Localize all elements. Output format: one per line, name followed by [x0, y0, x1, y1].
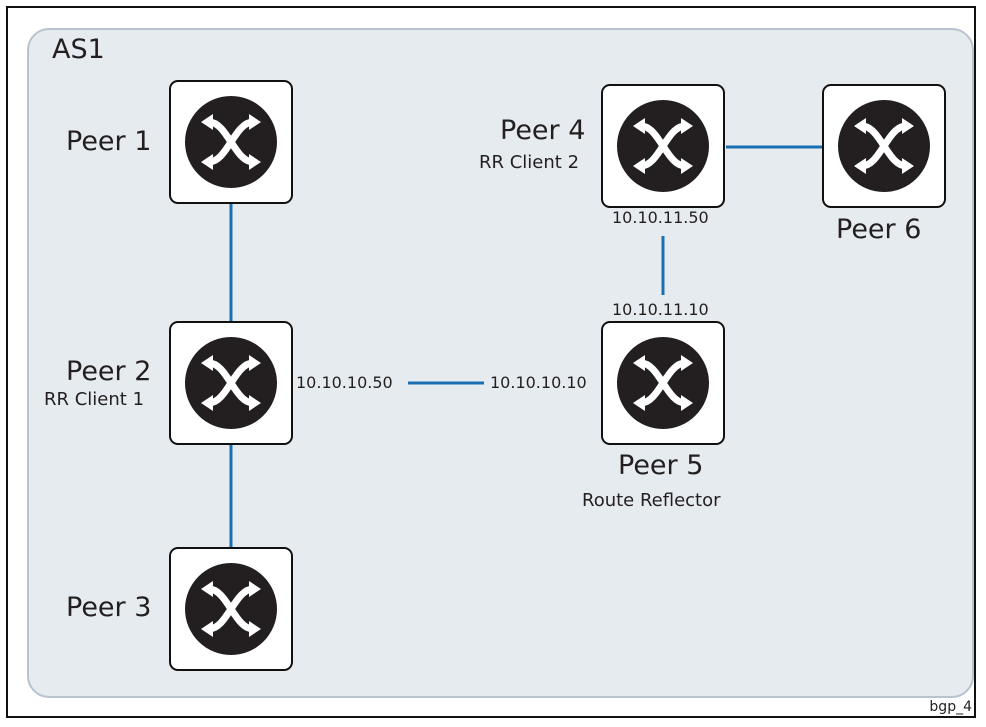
peer-5-name: Peer 5 — [618, 450, 704, 481]
peer-2-router[interactable] — [169, 321, 293, 445]
peer-6-name: Peer 6 — [836, 214, 922, 245]
router-icon — [633, 355, 693, 411]
peer-3-router[interactable] — [169, 547, 293, 671]
peer-5-router[interactable] — [601, 321, 725, 445]
peer-4-router[interactable] — [601, 84, 725, 208]
address-peer2-side: 10.10.10.50 — [296, 373, 393, 392]
peer-1-name: Peer 1 — [66, 126, 152, 157]
peer-2-name: Peer 2 — [66, 356, 152, 387]
router-icon — [201, 355, 261, 411]
peer-6-router[interactable] — [822, 84, 946, 208]
peer-4-name: Peer 4 — [500, 115, 586, 146]
router-icon — [201, 114, 261, 170]
router-icon — [854, 118, 914, 174]
address-peer5-side: 10.10.10.10 — [490, 373, 587, 392]
figure-tag: bgp_4 — [929, 699, 972, 715]
router-icon — [633, 118, 693, 174]
peer-5-role: Route Reflector — [582, 490, 721, 511]
peer-4-role: RR Client 2 — [479, 152, 580, 173]
peer-1-router[interactable] — [169, 80, 293, 204]
address-peer4-side: 10.10.11.50 — [612, 208, 709, 227]
address-peer5-upper: 10.10.11.10 — [612, 300, 709, 319]
router-icon — [201, 581, 261, 637]
peer-3-name: Peer 3 — [66, 592, 152, 623]
peer-2-role: RR Client 1 — [44, 389, 145, 410]
as-label: AS1 — [52, 34, 105, 65]
